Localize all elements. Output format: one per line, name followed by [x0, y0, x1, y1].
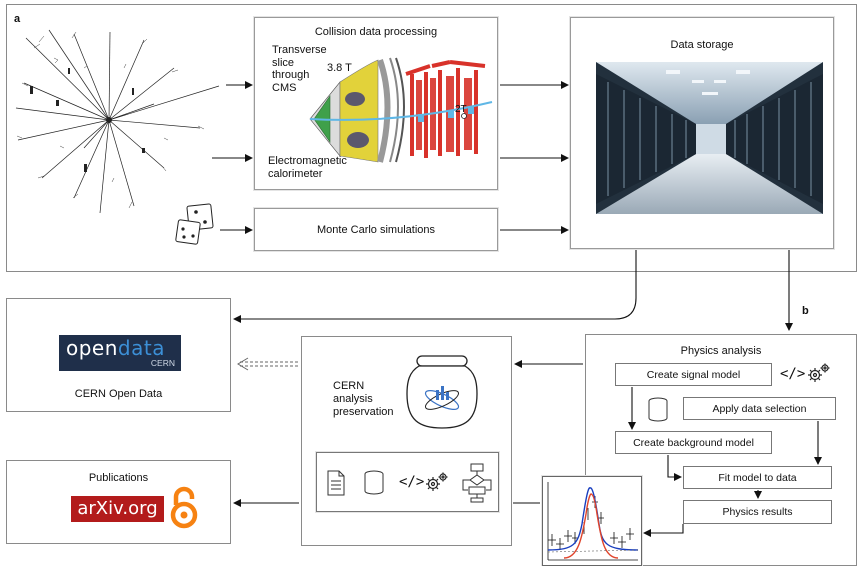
- transverse-line-2: slice: [272, 56, 295, 69]
- ecal-line-1: Electromagnetic: [268, 155, 347, 167]
- transverse-line-1: Transverse: [272, 44, 327, 56]
- ecal-label: Electromagnetic calorimeter: [268, 155, 347, 180]
- transverse-line-4: CMS: [272, 81, 297, 94]
- create-background-model-label: Create background model: [633, 436, 754, 449]
- monte-carlo-box: Monte Carlo simulations: [254, 208, 498, 251]
- apply-data-selection-label: Apply data selection: [712, 402, 807, 415]
- open-access-icon: [170, 486, 198, 529]
- open-data-logo-cern: CERN: [150, 358, 175, 368]
- server-room-image: [596, 62, 823, 214]
- event-display: [15, 29, 220, 214]
- histogram-icon: [547, 482, 639, 561]
- apply-data-selection-box: Apply data selection: [683, 397, 836, 420]
- preservation-label: CERN analysis preservation: [333, 380, 394, 419]
- open-data-logo-data: data: [117, 336, 165, 360]
- fit-model-label: Fit model to data: [718, 471, 797, 484]
- open-data-logo: opendata CERN: [59, 335, 181, 371]
- preservation-line-3: preservation: [333, 406, 394, 418]
- cms-slice-illustration: [309, 57, 493, 163]
- field-3-8-label: 3.8 T: [327, 62, 352, 74]
- field-2t-label: 2T: [455, 104, 467, 115]
- physics-analysis-title: Physics analysis: [680, 345, 762, 357]
- create-signal-model-label: Create signal model: [646, 368, 741, 381]
- code-icon: </>: [399, 474, 425, 490]
- preservation-line-1: CERN: [333, 380, 365, 392]
- panel-letter-a: a: [14, 13, 21, 25]
- ecal-line-2: calorimeter: [268, 167, 323, 180]
- collision-title: Collision data processing: [314, 26, 438, 38]
- monte-carlo-label: Monte Carlo simulations: [317, 223, 435, 236]
- open-data-caption: CERN Open Data: [74, 388, 163, 400]
- physics-results-label: Physics results: [722, 506, 793, 518]
- open-data-logo-open: open: [66, 336, 118, 360]
- document-icon: [327, 470, 345, 496]
- physics-code-icon: </>: [780, 366, 806, 382]
- physics-results-box: Physics results: [683, 500, 832, 524]
- transverse-slice-label: Transverse slice through CMS: [272, 44, 327, 94]
- transverse-line-3: through: [272, 69, 310, 81]
- physics-gear-icon: [808, 363, 830, 382]
- dice-icon: [175, 203, 214, 245]
- panel-letter-b: b: [802, 305, 809, 317]
- physics-database-icon: [648, 397, 668, 422]
- arxiv-logo: arXiv.org: [71, 496, 164, 522]
- create-background-model-box: Create background model: [615, 431, 772, 454]
- publications-title: Publications: [88, 472, 149, 484]
- flowchart-icon: [462, 463, 492, 503]
- gear-icon: [426, 472, 448, 491]
- jar-icon: [406, 355, 478, 429]
- atom-icon: [424, 386, 460, 410]
- create-signal-model-box: Create signal model: [615, 363, 772, 386]
- preservation-line-2: analysis: [333, 393, 373, 405]
- arxiv-logo-text: arXiv.org: [77, 498, 158, 519]
- database-icon: [364, 470, 384, 495]
- fit-model-box: Fit model to data: [683, 466, 832, 489]
- data-storage-title: Data storage: [670, 39, 734, 51]
